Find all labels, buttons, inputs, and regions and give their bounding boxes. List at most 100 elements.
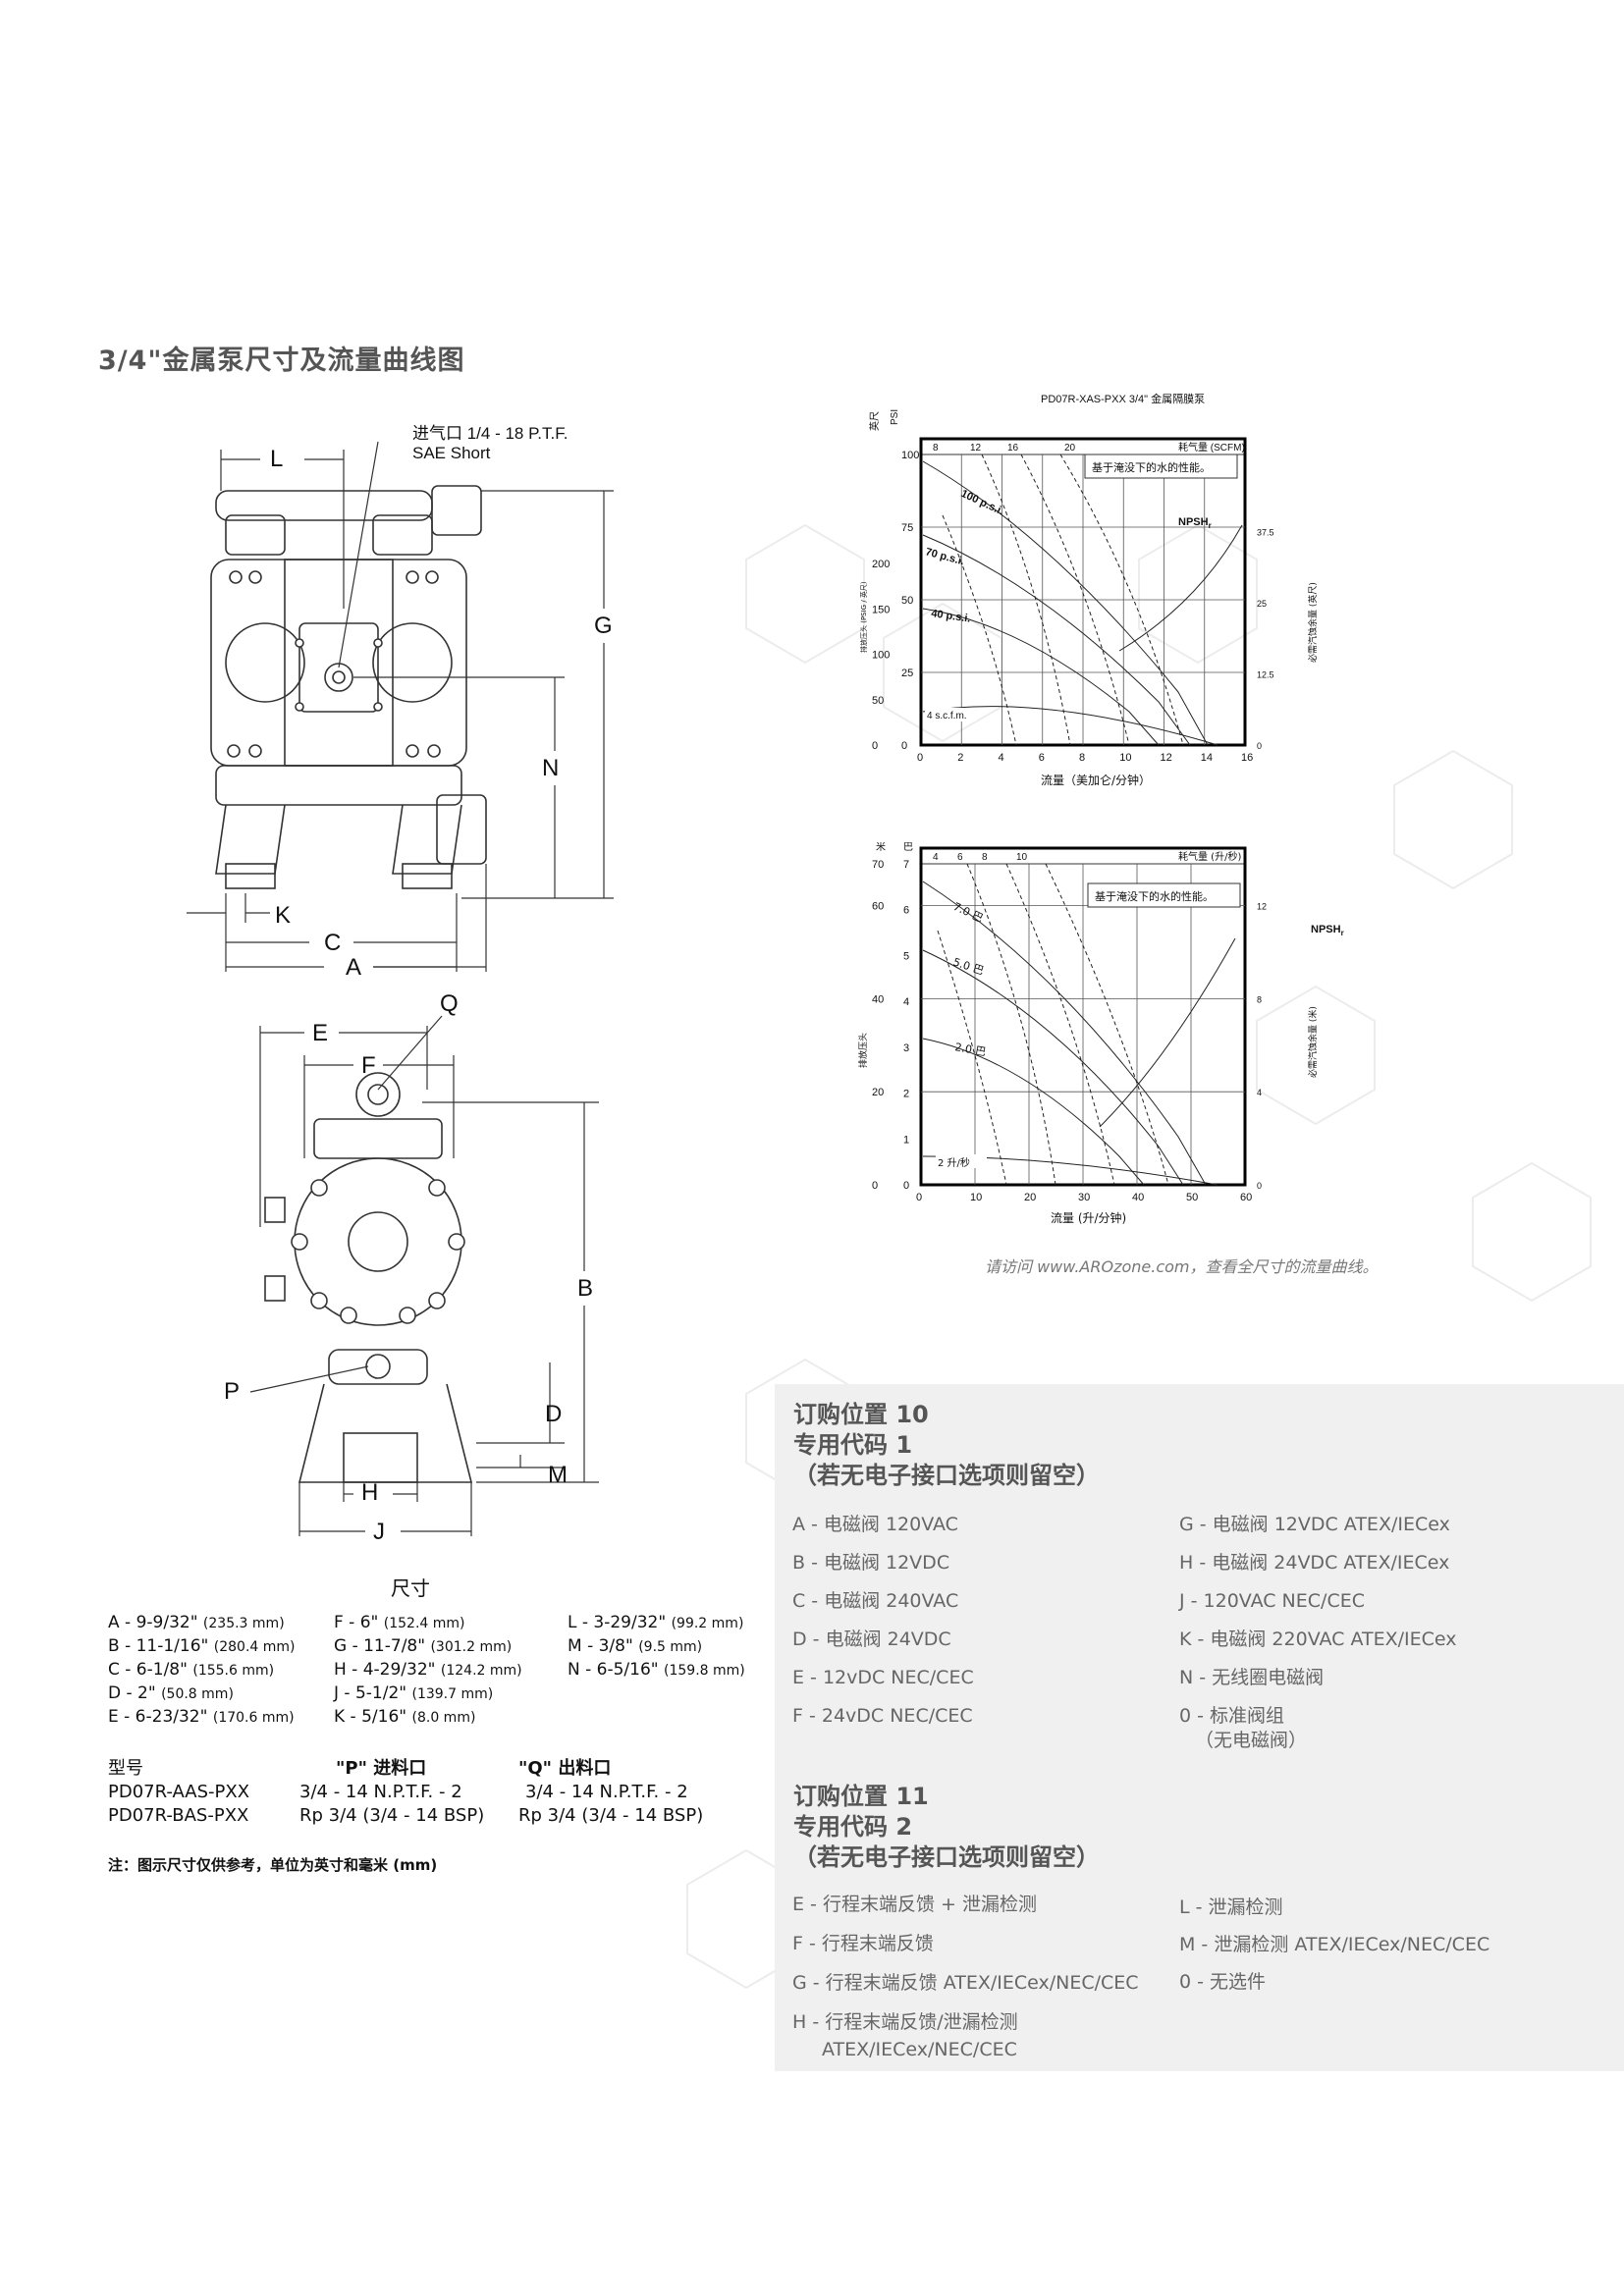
dimension-value: A - 9-9/32" <box>108 1613 203 1632</box>
model-name: PD07R-AAS-PXX <box>108 1782 250 1802</box>
dim-label-H: H <box>361 1479 378 1506</box>
chart-curve <box>922 608 1160 746</box>
right-axis-label: 必需汽蚀余量 (英尺) <box>1307 582 1319 663</box>
order-option: E - 行程末端反馈 + 泄漏检测 <box>792 1894 1037 1915</box>
order-option: （无电磁阀） <box>1195 1730 1308 1751</box>
air-inlet-label: 进气口 1/4 - 18 P.T.F. <box>412 424 568 443</box>
npsh-label: NPSHr <box>1178 516 1212 530</box>
order-option: J - 120VAC NEC/CEC <box>1179 1590 1365 1612</box>
right-tick-label: 12 <box>1257 902 1267 912</box>
dimensions-heading: 尺寸 <box>391 1576 430 1600</box>
x-tick-label: 60 <box>1240 1192 1252 1203</box>
bar-tick-label: 6 <box>903 905 909 917</box>
right-tick-label: 12.5 <box>1257 669 1274 679</box>
ordering-panel: 订购位置 10 专用代码 1 （若无电子接口选项则留空） A - 电磁阀 120… <box>775 1384 1624 2071</box>
npsh-label: NPSHr <box>1311 924 1344 937</box>
order-option: K - 电磁阀 220VAC ATEX/IECex <box>1179 1629 1457 1650</box>
x-tick-label: 8 <box>1079 752 1085 764</box>
dim-label-D: D <box>545 1401 562 1427</box>
dimension-mm: (8.0 mm) <box>411 1710 476 1726</box>
dimension-entry: B - 11-1/16" (280.4 mm) <box>108 1635 296 1659</box>
order-option: F - 行程末端反馈 <box>792 1933 934 1954</box>
dimension-value: J - 5-1/2" <box>334 1683 412 1703</box>
dimension-entry: D - 2" (50.8 mm) <box>108 1682 296 1706</box>
dimension-entry: K - 5/16" (8.0 mm) <box>334 1706 522 1730</box>
order-option: H - 行程末端反馈/泄漏检测 <box>792 2011 1018 2033</box>
x-tick-label: 20 <box>1024 1192 1036 1203</box>
dimensions-col-3: L - 3-29/32" (99.2 mm)M - 3/8" (9.5 mm)N… <box>568 1612 745 1682</box>
chart-title: PD07R-XAS-PXX 3/4" 金属隔膜泵 <box>1041 392 1205 405</box>
order-option: B - 电磁阀 12VDC <box>792 1552 950 1574</box>
order-option: C - 电磁阀 240VAC <box>792 1590 959 1612</box>
dimension-entry: E - 6-23/32" (170.6 mm) <box>108 1706 296 1730</box>
order-option: H - 电磁阀 24VDC ATEX/IECex <box>1179 1552 1450 1574</box>
x-tick-label: 14 <box>1201 752 1213 764</box>
top-tick-label: 8 <box>982 852 988 863</box>
dimension-mm: (155.6 mm) <box>192 1663 275 1679</box>
order-option: ATEX/IECex/NEC/CEC <box>822 2039 1017 2060</box>
pump-dimension-drawing: L G N K C A E Q F B P D M H J 进气口 1/4 - … <box>187 424 614 1545</box>
chart-note: 基于淹没下的水的性能。 <box>1092 460 1211 474</box>
dimensions-col-2: F - 6" (152.4 mm)G - 11-7/8" (301.2 mm)H… <box>334 1612 522 1730</box>
dimension-mm: (152.4 mm) <box>383 1616 465 1631</box>
m-tick-label: 0 <box>872 1180 878 1192</box>
dimension-value: K - 5/16" <box>334 1707 412 1727</box>
dimension-mm: (170.6 mm) <box>212 1710 295 1726</box>
order-option: G - 电磁阀 12VDC ATEX/IECex <box>1179 1514 1450 1535</box>
top-tick-label: 16 <box>1007 443 1019 454</box>
dimension-entry: J - 5-1/2" (139.7 mm) <box>334 1682 522 1706</box>
top-tick-label: 6 <box>957 852 963 863</box>
dimension-mm: (280.4 mm) <box>213 1639 296 1655</box>
x-axis-label: 流量（美加仑/分钟） <box>1041 773 1151 787</box>
chart-curve <box>981 454 1071 746</box>
top-tick-label: 8 <box>933 443 939 454</box>
x-tick-label: 30 <box>1078 1192 1090 1203</box>
dim-label-P: P <box>224 1378 240 1405</box>
bar-tick-label: 7 <box>903 859 909 871</box>
dimension-value: N - 6-5/16" <box>568 1660 665 1680</box>
dim-label-K: K <box>275 902 291 929</box>
order10-title-line3: （若无电子接口选项则留空） <box>793 1462 1100 1489</box>
order-option: 0 - 标准阀组 <box>1179 1705 1285 1727</box>
dimensions-col-1: A - 9-9/32" (235.3 mm)B - 11-1/16" (280.… <box>108 1612 296 1730</box>
order11-title-line3: （若无电子接口选项则留空） <box>793 1843 1100 1871</box>
dimension-value: L - 3-29/32" <box>568 1613 672 1632</box>
top-tick-label: 20 <box>1064 443 1076 454</box>
m-tick-label: 70 <box>872 859 884 871</box>
x-tick-label: 16 <box>1241 752 1253 764</box>
m-tick-label: 40 <box>872 993 884 1005</box>
header-outlet: "Q" 出料口 <box>518 1758 612 1779</box>
dim-label-N: N <box>542 755 559 781</box>
dimension-value: H - 4-29/32" <box>334 1660 441 1680</box>
dim-label-L: L <box>270 446 283 472</box>
dimension-entry: C - 6-1/8" (155.6 mm) <box>108 1659 296 1682</box>
order-option: 0 - 无选件 <box>1179 1971 1267 1993</box>
model-name: PD07R-BAS-PXX <box>108 1805 249 1826</box>
dimension-entry: A - 9-9/32" (235.3 mm) <box>108 1612 296 1635</box>
pressure-label-2bar: 2.0 巴 <box>953 1041 987 1058</box>
dim-label-F: F <box>361 1052 376 1079</box>
psi-tick-label: 75 <box>901 522 913 534</box>
order11-title-line1: 订购位置 11 <box>793 1783 929 1810</box>
visit-website-note: 请访问 www.AROzone.com，查看全尺寸的流量曲线。 <box>985 1257 1379 1276</box>
x-tick-label: 40 <box>1132 1192 1144 1203</box>
left-unit-psi: PSI <box>890 409 900 425</box>
x-axis-label: 流量 (升/分钟) <box>1051 1210 1126 1225</box>
x-tick-label: 12 <box>1161 752 1172 764</box>
chart-curve <box>922 1038 1145 1186</box>
dimension-entry: H - 4-29/32" (124.2 mm) <box>334 1659 522 1682</box>
air-flow-label: 4 s.c.f.m. <box>927 711 967 721</box>
pressure-label-40: 40 p.s.i. <box>931 608 972 625</box>
dimension-entry: L - 3-29/32" (99.2 mm) <box>568 1612 745 1635</box>
dimension-value: M - 3/8" <box>568 1636 639 1656</box>
model-inlet: Rp 3/4 (3/4 - 14 BSP) <box>299 1805 485 1826</box>
dimension-entry: N - 6-5/16" (159.8 mm) <box>568 1659 745 1682</box>
left-unit-bar: 巴 <box>903 842 913 853</box>
dimension-entry: F - 6" (152.4 mm) <box>334 1612 522 1635</box>
dimension-mm: (301.2 mm) <box>430 1639 513 1655</box>
right-tick-label: 0 <box>1257 741 1262 751</box>
section-title: 3/4"金属泵尺寸及流量曲线图 <box>98 346 465 376</box>
x-tick-label: 10 <box>970 1192 982 1203</box>
